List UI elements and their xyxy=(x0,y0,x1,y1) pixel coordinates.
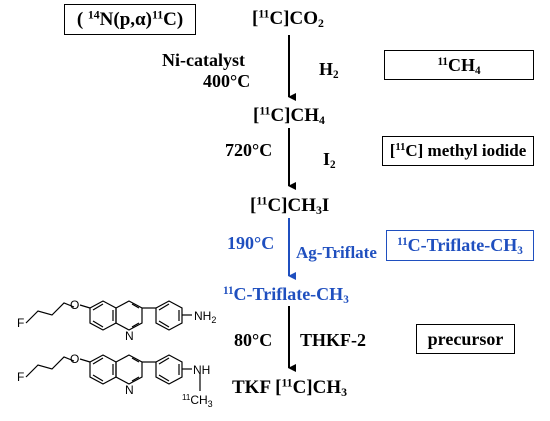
step3-temperature: 190°C xyxy=(227,233,275,253)
step1-catalyst: Ni-catalyst xyxy=(162,50,245,70)
atom-o: O xyxy=(70,352,79,366)
product-molecule: F O N NH 11CH3 xyxy=(17,352,213,409)
atom-nh: NH xyxy=(193,363,210,377)
step2-temperature: 720°C xyxy=(225,140,273,160)
atom-nh2: NH2 xyxy=(194,309,216,325)
triflate-box: 11C-Triflate-CH3 xyxy=(386,230,534,261)
atom-n: N xyxy=(125,329,134,343)
atom-f: F xyxy=(17,316,24,330)
atom-f: F xyxy=(17,370,24,384)
atom-n: N xyxy=(125,383,134,397)
product-label: TKF [11C]CH3 xyxy=(232,376,348,399)
nuclear-reaction-box: ( 14N(p,α)11C) xyxy=(64,4,196,35)
precursor-box: precursor xyxy=(416,324,515,354)
nuclear-reaction-text: ( 14N(p,α)11C) xyxy=(76,8,184,30)
ch3i-label: [11C]CH3I xyxy=(250,194,330,217)
step2-reagent: I2 xyxy=(323,149,336,171)
methyl-iodide-box: [11C] methyl iodide xyxy=(382,136,534,166)
step1-reagent: H2 xyxy=(319,59,339,81)
step4-reagent: THKF-2 xyxy=(300,330,366,350)
atom-11ch3: 11CH3 xyxy=(182,393,213,409)
atom-o: O xyxy=(70,298,79,312)
triflate-label: 11C-Triflate-CH3 xyxy=(223,284,349,306)
ch4-label: [11C]CH4 xyxy=(253,104,325,127)
step4-temperature: 80°C xyxy=(234,330,273,350)
step1-temperature: 400°C xyxy=(203,71,251,91)
step3-reagent: Ag-Triflate xyxy=(296,243,377,262)
precursor-molecule: F O N NH2 xyxy=(17,298,216,343)
ch4-box: 11CH4 xyxy=(384,50,534,80)
co2-label: [11C]CO2 xyxy=(252,7,324,30)
